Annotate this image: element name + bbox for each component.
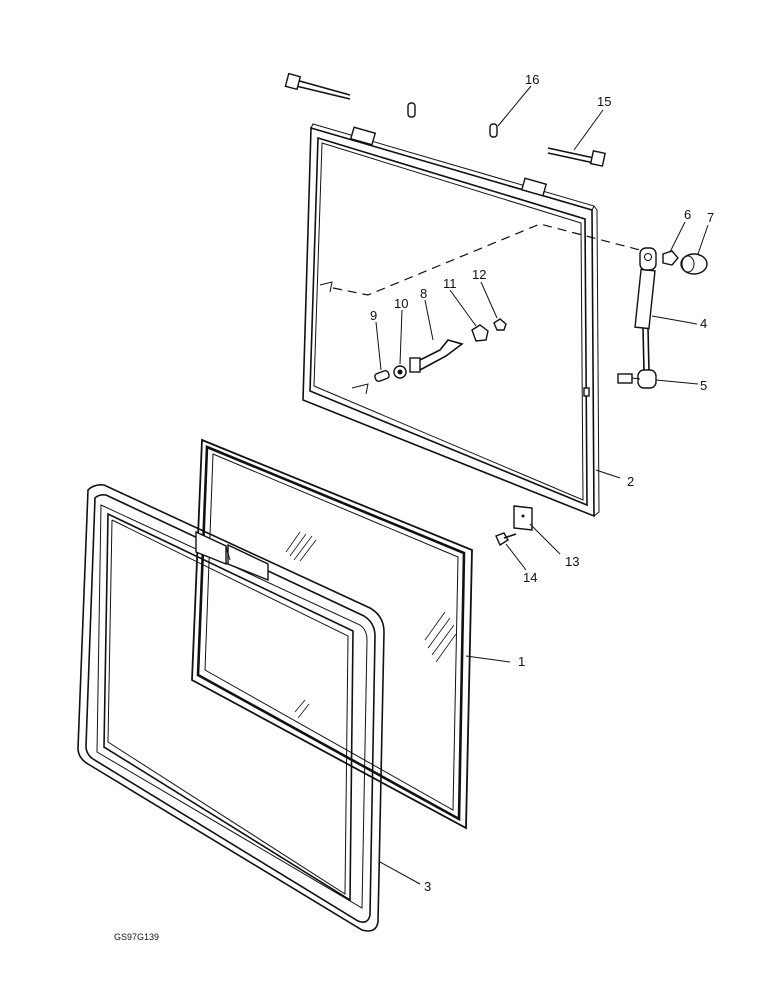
callout-2: 2 [627,474,634,489]
callout-12: 12 [472,267,486,282]
latch-handle-8 [409,339,464,373]
callouts: 1 2 3 4 5 6 7 8 9 10 11 12 13 14 15 16 [370,72,714,894]
washer-10 [393,365,407,379]
outer-frame [77,484,385,932]
callout-10: 10 [394,296,408,311]
hinge-pin-left [284,72,351,100]
callout-7: 7 [707,210,714,225]
callout-5: 5 [700,378,707,393]
callout-11: 11 [443,276,457,291]
screw-14 [495,532,517,547]
callout-16: 16 [525,72,539,87]
callout-13: 13 [565,554,579,569]
callout-14: 14 [523,570,537,585]
leader-lines [375,85,709,885]
callout-15: 15 [597,94,611,109]
callout-8: 8 [420,286,427,301]
nut-6 [662,250,679,266]
clip-16 [489,123,498,138]
gas-strut [634,247,657,389]
callout-4: 4 [700,316,707,331]
glass-pane [191,438,473,830]
callout-1: 1 [518,654,525,669]
clip-loose [407,102,416,118]
catch-plate-13 [513,505,533,531]
alignment-line [332,223,641,296]
window-frame-assembly [302,123,600,518]
nut-12 [493,318,507,331]
nut-11 [471,324,489,342]
pin-9 [374,369,390,383]
callout-9: 9 [370,308,377,323]
hinge-pin-15 [547,147,606,167]
callout-6: 6 [684,207,691,222]
cap-7 [680,253,708,275]
callout-3: 3 [424,879,431,894]
strut-bolt-5 [617,373,641,384]
glass-reflection [285,531,457,719]
drawing-code: GS97G139 [114,932,159,942]
